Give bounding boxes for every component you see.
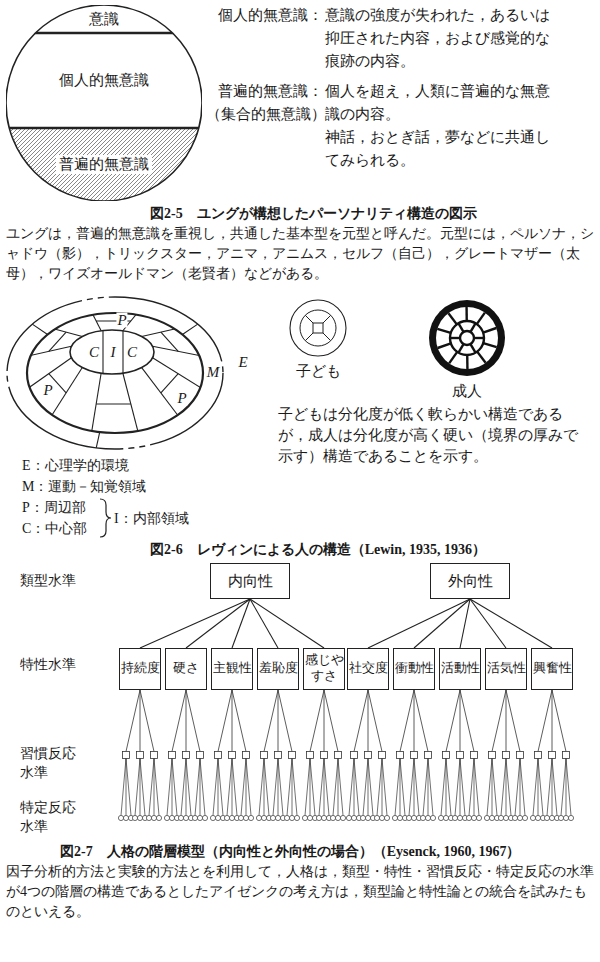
trait-box: 衝動性 [393, 648, 435, 690]
sphere-outline [6, 5, 202, 33]
connector-line [186, 599, 250, 648]
node-text: 子ども [296, 362, 341, 381]
connector-line [232, 599, 250, 648]
child-structure: 子ども [283, 296, 353, 381]
trait-box: 活動性 [439, 648, 481, 690]
connector-line [470, 599, 506, 648]
connectors [140, 599, 552, 648]
collective-unconscious-band: 普遍的無意識 [6, 128, 202, 201]
connector-line [414, 599, 470, 648]
definition-term: 個人的無意識： [218, 4, 323, 27]
region-letter: P [42, 383, 53, 398]
region-letter: M [206, 365, 221, 380]
connector-line [250, 599, 278, 648]
trait-box: 主観性 [211, 648, 253, 690]
explanation-text: 因子分析的方法と実験的方法とを利用して，人格は，類型・特性・習慣反応・特定反応の… [6, 862, 594, 922]
band-boundary [9, 128, 198, 129]
node-text: 内向性 [228, 572, 273, 591]
motor-perceptual-boundary [7, 297, 223, 449]
connector-line [368, 599, 470, 648]
trait-box: 興奮性 [531, 648, 573, 690]
band-boundary [35, 33, 173, 34]
type-box: 内向性 [210, 563, 290, 599]
region-letter: E [237, 355, 248, 370]
sphere-outline [6, 128, 202, 201]
definition-text: 意識の強度が失われた，あるいは抑圧された内容，および感覚的な痕跡の内容。 [325, 4, 557, 73]
key-entry: P：周辺部 [22, 497, 86, 518]
region-cells [26, 311, 204, 448]
trait-box: 社交度 [347, 648, 389, 690]
level-label: 類型水準 [20, 571, 76, 590]
connector-line [250, 599, 324, 648]
explanation-text: 子どもは分化度が低く軟らかい構造であるが，成人は分化度が高く硬い（境界の厚みで示… [278, 404, 590, 467]
level-label: 特性水準 [20, 655, 76, 674]
consciousness-band: 意識 [6, 5, 202, 33]
node-text: 意識 [86, 10, 122, 29]
region-letter: C [88, 345, 100, 360]
sphere-outline [6, 33, 202, 128]
explanation-text: ユングは，普遍的無意識を重視し，共通した基本型を元型と呼んだ。元型には，ペルソナ… [6, 224, 594, 284]
personal-unconscious-band: 個人的無意識 [6, 33, 202, 128]
region-letter: P [116, 313, 127, 328]
node-text: 硬さ [173, 661, 199, 677]
figure-caption: 図2-5 ユングが構想したパーソナリティ構造の図示 [150, 204, 477, 224]
definition-text: 個人を超え，人類に普遍的な無意識の内容。 [325, 80, 557, 126]
key-entry: E：心理学的環境 [22, 455, 129, 476]
node-text: 興奮性 [533, 661, 572, 677]
trait-box: 持続度 [119, 648, 161, 690]
node-text: 成人 [452, 382, 482, 401]
node-text: 感じやすさ [304, 653, 344, 684]
structure-drawing [283, 296, 353, 360]
trait-box: 硬さ [165, 648, 207, 690]
key-entry: I：内部領域 [114, 508, 189, 529]
node-text: 活気性 [487, 661, 526, 677]
region-letter: I [110, 345, 117, 360]
brace [100, 499, 111, 537]
definition-term: （集合的無意識） [206, 103, 326, 126]
connector-line [140, 599, 250, 648]
trait-box: 羞恥度 [257, 648, 299, 690]
node-text: 衝動性 [395, 661, 434, 677]
region-letter: P [176, 391, 187, 406]
adult-structure: 成人 [425, 296, 509, 401]
node-text: 羞恥度 [259, 661, 298, 677]
key-entry: C：中心部 [22, 518, 87, 539]
trait-box: 活気性 [485, 648, 527, 690]
central-region-boundary [70, 330, 154, 374]
node-text: 活動性 [441, 661, 480, 677]
trait-box: 感じやすさ [303, 648, 345, 690]
connector-line [470, 599, 552, 648]
response-fan [118, 690, 573, 821]
node-text: 外向性 [448, 572, 493, 591]
level-label: 特定反応水準 [20, 798, 82, 836]
key-entry: M：運動－知覚領域 [22, 476, 146, 497]
node-text: 普遍的無意識 [56, 155, 152, 174]
inner-region-boundary [27, 313, 203, 433]
figure-caption: 図2-6 レヴィンによる人の構造（Lewin, 1935, 1936） [150, 540, 486, 560]
node-text: 個人的無意識 [56, 71, 152, 90]
type-box: 外向性 [430, 563, 510, 599]
region-letter: C [126, 345, 138, 360]
connector-line [460, 599, 470, 648]
definition-term: 普遍的無意識： [218, 80, 323, 103]
structure-drawing [425, 296, 509, 380]
node-text: 持続度 [121, 661, 160, 677]
figure-caption: 図2-7 人格の階層模型（内向性と外向性の場合）（Eysenck, 1960, … [60, 842, 520, 862]
node-text: 社交度 [349, 661, 388, 677]
node-text: 主観性 [213, 661, 252, 677]
level-label: 習慣反応水準 [20, 744, 82, 782]
definition-text: 神話，おとぎ話，夢などに共通してみられる。 [325, 126, 557, 172]
